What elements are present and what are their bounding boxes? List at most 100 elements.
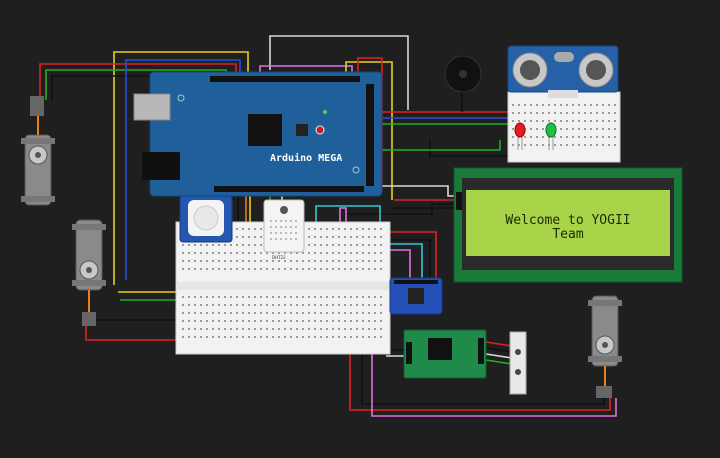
breadboard-hole [296,252,298,254]
breadboard-hole [578,120,580,122]
breadboard-hole [326,268,328,270]
breadboard-hole [572,144,574,146]
breadboard-hole [260,320,262,322]
breadboard-hole [266,268,268,270]
breadboard-hole [212,304,214,306]
breadboard-hole [296,336,298,338]
breadboard-hole [182,320,184,322]
breadboard-hole [602,112,604,114]
breadboard-hole [270,238,272,240]
breadboard-hole [380,252,382,254]
breadboard-hole [242,296,244,298]
breadboard-hole [368,328,370,330]
breadboard-hole [614,136,616,138]
servo-right[interactable] [588,295,622,398]
breadboard-hole [266,260,268,262]
reset-button[interactable] [315,125,325,135]
breadboard-hole [614,112,616,114]
breadboard-hole [254,296,256,298]
breadboard-hole [584,136,586,138]
breadboard-hole [362,252,364,254]
breadboard-hole [554,136,556,138]
breadboard-hole [290,336,292,338]
breadboard-hole [278,296,280,298]
accelerometer-module[interactable] [389,277,443,315]
breadboard-hole [278,268,280,270]
breadboard-hole [380,244,382,246]
breadboard-hole [578,144,580,146]
breadboard-hole [194,328,196,330]
breadboard-hole [320,260,322,262]
breadboard-hole [242,304,244,306]
breadboard-hole [284,296,286,298]
breadboard-hole [584,104,586,106]
breadboard-hole [248,228,250,230]
breadboard-hole [224,260,226,262]
dht22-sensor[interactable]: DHT22 [263,199,305,260]
breadboard-hole [206,260,208,262]
breadboard-hole [290,328,292,330]
breadboard-hole [272,304,274,306]
breadboard-hole [266,320,268,322]
breadboard-hole [374,328,376,330]
led-green[interactable] [545,122,557,150]
breadboard-hole [296,260,298,262]
breadboard-hole [350,236,352,238]
breadboard-hole [266,296,268,298]
breadboard-hole [536,128,538,130]
ultrasonic-sensor[interactable] [507,45,619,98]
breadboard-hole [314,260,316,262]
servo-body [591,295,619,367]
breadboard-hole [302,252,304,254]
breadboard-hole [302,268,304,270]
breadboard-hole [224,296,226,298]
breadboard-hole [236,304,238,306]
breadboard-hole [284,328,286,330]
breadboard-hole [212,260,214,262]
breadboard-hole [248,268,250,270]
breadboard-hole [542,136,544,138]
breadboard-hole [368,312,370,314]
led-red[interactable] [514,122,526,150]
breadboard-hole [320,336,322,338]
breadboard-hole [188,268,190,270]
arduino-mega[interactable]: Arduino MEGA [133,71,383,197]
breadboard-hole [326,252,328,254]
breadboard-hole [278,336,280,338]
breadboard-hole [302,328,304,330]
breadboard-hole [590,136,592,138]
servo-left-bottom[interactable] [72,219,106,326]
breadboard-hole [350,328,352,330]
breadboard-hole [248,312,250,314]
pir-sensor[interactable] [179,195,233,243]
breadboard-hole [362,296,364,298]
lcd-display[interactable]: Welcome to YOGII Team [453,167,683,283]
breadboard-hole [254,228,256,230]
breadboard-hole [368,304,370,306]
breadboard-hole [308,304,310,306]
buzzer[interactable] [444,55,482,93]
breadboard-hole [356,328,358,330]
breadboard-hole [380,296,382,298]
breadboard-hole [308,236,310,238]
hx711-module[interactable] [403,329,487,379]
breadboard-hole [374,268,376,270]
breadboard-hole [308,244,310,246]
breadboard-hole [560,144,562,146]
breadboard-hole [272,252,274,254]
breadboard-hole [254,252,256,254]
hx711-chip [428,338,452,360]
breadboard-hole [218,296,220,298]
breadboard-hole [270,232,272,234]
breadboard-hole [374,296,376,298]
breadboard-hole [224,328,226,330]
mcu-chip [248,114,282,146]
breadboard-hole [380,328,382,330]
breadboard-hole [290,268,292,270]
wire-blue-left [125,59,241,280]
breadboard-hole [326,304,328,306]
servo-left-top[interactable] [21,96,55,206]
load-cell[interactable] [509,331,527,395]
breadboard-hole [590,112,592,114]
breadboard-hole [320,304,322,306]
